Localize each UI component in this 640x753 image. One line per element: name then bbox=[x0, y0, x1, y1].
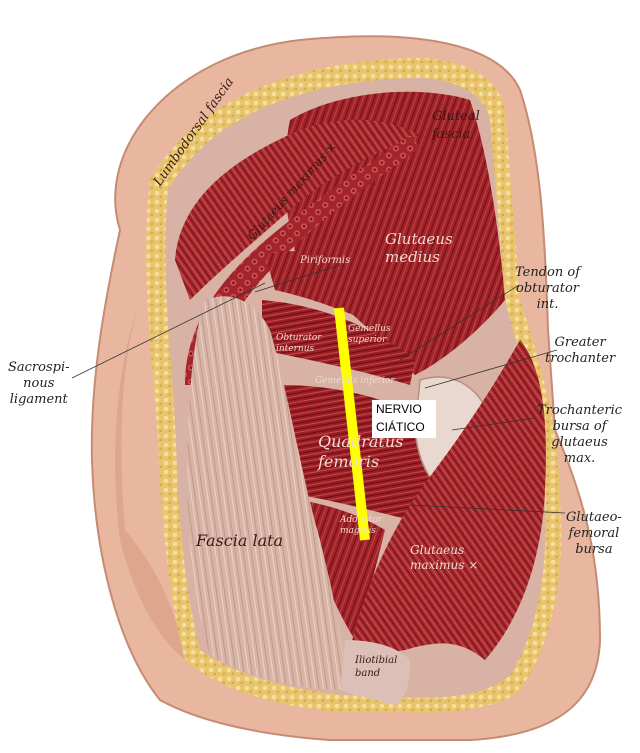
label-greater-trochanter: Greater trochanter bbox=[545, 335, 616, 366]
fascia-lata bbox=[187, 296, 345, 690]
label-tendon-obturator: Tendon of obturator int. bbox=[515, 265, 581, 312]
label-gluteofemoral-bursa: Glutaeo- femoral bursa bbox=[566, 510, 622, 557]
gluteus-maximus-lower bbox=[345, 340, 546, 670]
sciatic-nerve-marker bbox=[334, 307, 370, 541]
label-obturator-internus: Obturator internus bbox=[276, 333, 322, 354]
label-trochanteric-bursa: Trochanteric bursa of glutaeus max. bbox=[537, 403, 623, 466]
skin-shadow bbox=[115, 300, 185, 660]
gluteus-maximus-upper bbox=[175, 119, 420, 300]
label-gemellus-inferior: Gemellus inferior bbox=[315, 376, 395, 386]
label-gluteal-fascia: Gluteal fascia bbox=[432, 109, 480, 142]
piriformis bbox=[265, 251, 405, 340]
label-piriformis: Piriformis bbox=[300, 255, 351, 266]
label-iliotibial-band: Iliotibial band bbox=[355, 655, 398, 679]
nerve-annotation: NERVIO CIÁTICO bbox=[372, 400, 436, 438]
label-adductor-magnus: Adductor magnus bbox=[340, 515, 383, 536]
label-gemellus-superior: Gemellus superior bbox=[348, 324, 391, 345]
label-quadratus-femoris: Quadratus femoris bbox=[318, 432, 404, 471]
label-gluteus-maximus-lower: Glutaeus maximus × bbox=[410, 543, 479, 572]
label-fascia-lata: Fascia lata bbox=[196, 531, 284, 550]
leader-lines bbox=[71, 264, 566, 514]
label-sacrospinous-ligament: Sacrospi- nous ligament bbox=[8, 360, 70, 407]
label-gluteus-medius: Glutaeus medius bbox=[385, 230, 453, 266]
iliotibial-band bbox=[340, 640, 410, 705]
